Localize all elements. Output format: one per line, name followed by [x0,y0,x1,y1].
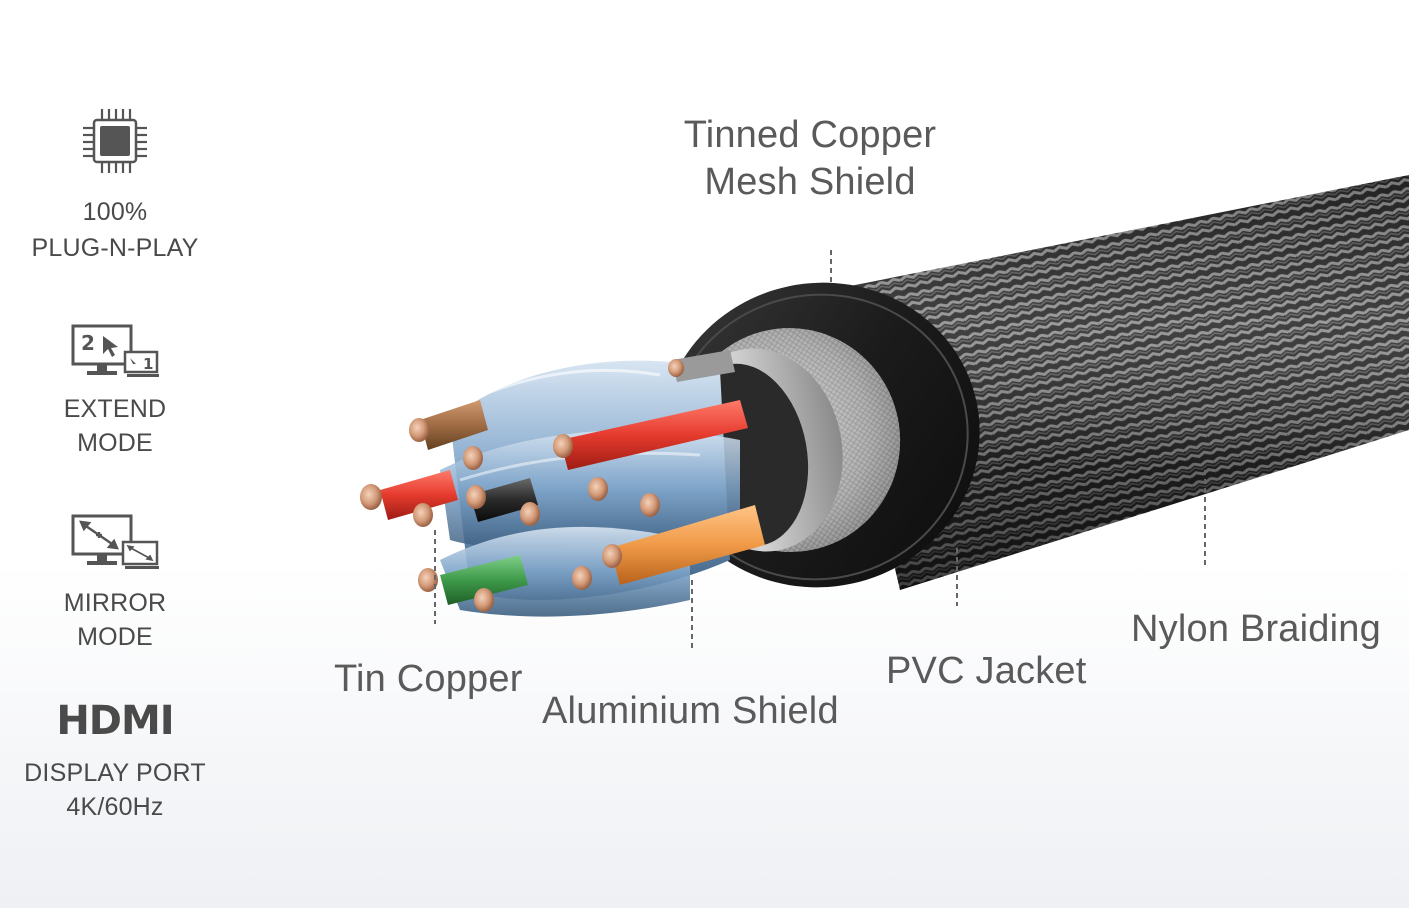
feature-line: 100% [82,198,148,226]
feature-line: DISPLAY PORT [24,759,206,787]
feature-line: MODE [77,623,153,651]
hdmi-logo: HDMI [56,700,174,740]
feature-mirror-mode: MIRROR MODE [0,512,230,654]
label-pvc-jacket: PVC Jacket [886,650,1087,692]
feature-extend-mode-text: EXTEND MODE [0,392,230,460]
insulated-conductors [380,350,765,605]
feature-column: 100% PLUG-N-PLAY 2 1 EXTEND MODE [0,0,230,908]
hdmi-logo-text: HDMI [56,700,173,740]
feature-plug-n-play-text: 100% PLUG-N-PLAY [0,194,230,266]
label-mesh-line1: Tinned Copper [683,114,937,156]
label-tin-copper: Tin Copper [334,658,523,700]
feature-line: EXTEND [63,395,167,423]
feature-display-port: HDMI DISPLAY PORT 4K/60Hz [0,700,230,824]
label-aluminium-shield: Aluminium Shield [542,690,839,732]
label-mesh-shield: Tinned Copper Mesh Shield [640,112,980,206]
nylon-braiding [830,175,1409,590]
feature-line: MIRROR [63,589,167,617]
feature-extend-mode: 2 1 EXTEND MODE [0,322,230,460]
feature-display-port-text: DISPLAY PORT 4K/60Hz [0,756,230,824]
extend-display-icon: 2 1 [71,324,159,377]
leader-lines [434,250,1206,652]
feature-line: PLUG-N-PLAY [31,234,199,262]
feature-line: MODE [77,429,153,457]
mirror-display-icon [71,514,159,569]
feature-mirror-mode-text: MIRROR MODE [0,586,230,654]
feature-plug-n-play: 100% PLUG-N-PLAY [0,106,230,266]
label-mesh-line2: Mesh Shield [704,161,916,203]
label-nylon-braiding: Nylon Braiding [1131,608,1381,650]
chip-icon [83,109,147,173]
feature-line: 4K/60Hz [66,793,164,821]
copper-conductor-ends [360,359,684,612]
extend-badge-1: 1 [143,355,153,373]
extend-badge-2: 2 [81,331,95,355]
